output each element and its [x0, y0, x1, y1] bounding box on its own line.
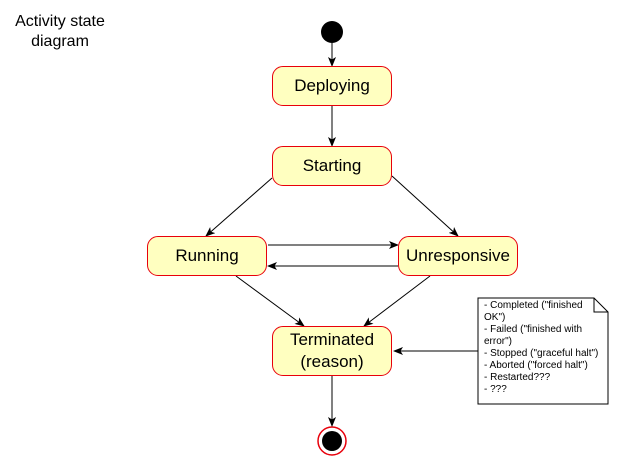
state-unresponsive-label: Unresponsive — [406, 246, 510, 265]
state-terminated-label: Terminated — [289, 330, 375, 349]
initial-node — [321, 21, 343, 43]
state-running: Running — [147, 236, 267, 276]
note-line: OK") — [484, 312, 506, 323]
state-starting-label: Starting — [302, 156, 362, 175]
state-terminated: Terminated (reason) — [272, 326, 392, 376]
arrow-starting-to-unresponsive — [391, 175, 459, 237]
arrow-unresponsive-to-terminated — [363, 275, 431, 327]
state-deploying-label: Deploying — [294, 76, 370, 95]
arrow-running-to-terminated — [235, 275, 305, 327]
note-line: - Stopped ("graceful halt") — [484, 348, 599, 359]
state-unresponsive: Unresponsive — [398, 236, 518, 276]
arrow-starting-to-running — [205, 177, 273, 237]
note-shape — [477, 297, 609, 405]
note-line: - Failed ("finished with — [484, 324, 583, 335]
note-line: error") — [484, 336, 512, 347]
note-line: - Completed ("finished — [484, 300, 583, 311]
reason-note: - Completed ("finished OK") - Failed ("f… — [478, 298, 608, 404]
note-fold — [593, 298, 608, 313]
final-node-core — [322, 431, 342, 451]
state-starting: Starting — [272, 146, 392, 186]
diagram-title: Activity state diagram — [15, 13, 105, 50]
state-terminated-reason-label: (reason) — [300, 352, 364, 371]
state-deploying: Deploying — [272, 66, 392, 106]
note-line: - Aborted ("forced halt") — [484, 360, 588, 371]
note-line: - ??? — [484, 384, 507, 395]
state-running-label: Running — [175, 246, 239, 265]
note-line: - Restarted??? — [484, 372, 551, 383]
